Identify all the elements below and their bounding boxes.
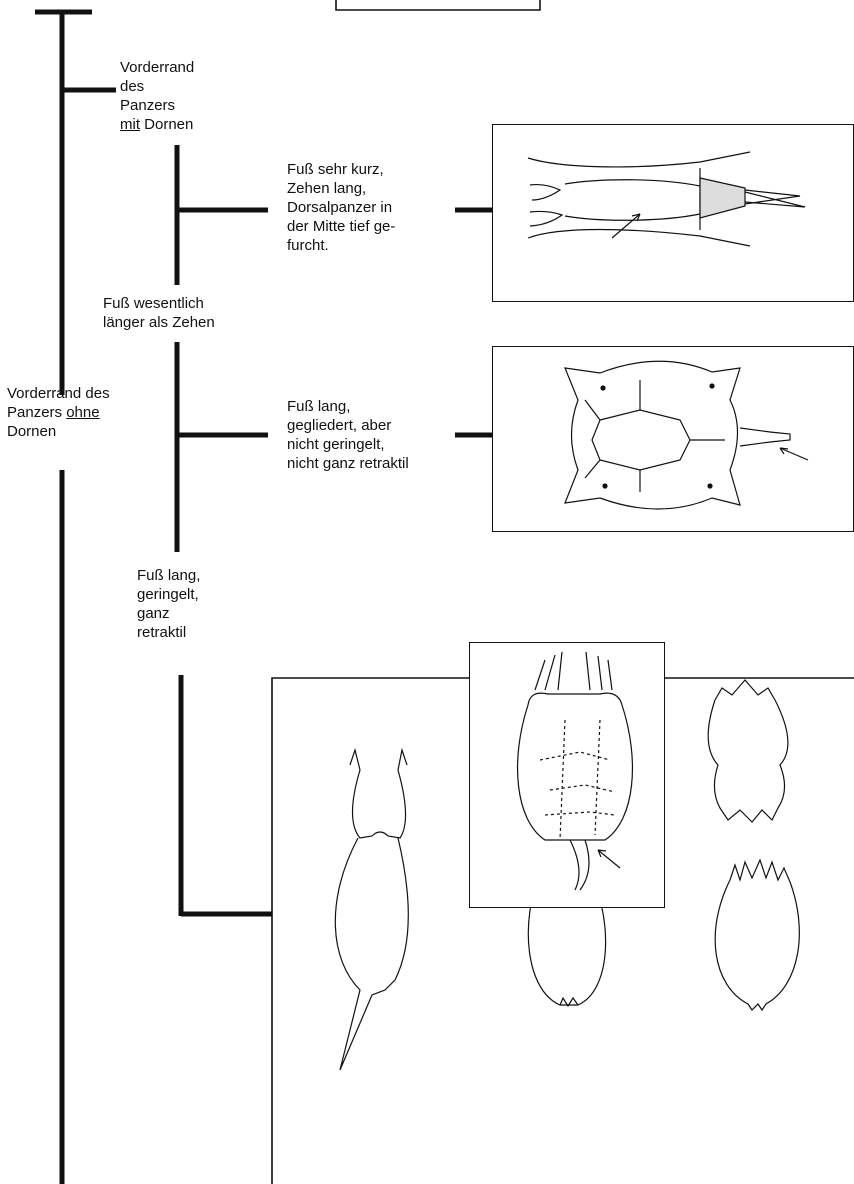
diversicornis-drawing — [335, 750, 408, 1070]
key-fuss-wesentlich-laenger: Fuß wesentlich länger als Zehen — [103, 294, 215, 332]
vorderrand-mit-text: Vorderrand des Panzers — [120, 59, 194, 114]
dornen-suffix: Dornen — [140, 116, 193, 133]
ohne-underlined: ohne — [66, 404, 99, 421]
angularis-box — [469, 642, 665, 908]
key-vorderrand-ohne-dornen: Vorderrand des Panzers ohne Dornen — [7, 384, 110, 441]
key-fuss-lang-gegliedert: Fuß lang, gegliedert, aber nicht geringe… — [287, 397, 409, 473]
mytilina-box — [492, 124, 854, 302]
dornen-line: Dornen — [7, 423, 56, 440]
leydigii-drawing — [708, 680, 788, 822]
mit-underlined: mit — [120, 116, 140, 133]
header-box-fragment — [336, 0, 540, 10]
key-fuss-lang-geringelt: Fuß lang, geringelt, ganz retraktil — [137, 566, 200, 642]
urceolaris-drawing — [715, 860, 799, 1010]
tree-lines — [35, 10, 492, 1184]
key-fuss-sehr-kurz: Fuß sehr kurz, Zehen lang, Dorsalpanzer … — [287, 160, 395, 255]
diversicornis-caption — [296, 1092, 458, 1108]
platyias-box — [492, 346, 854, 532]
key-vorderrand-mit-dornen: Vorderrand des Panzers mit Dornen — [120, 58, 194, 134]
calyciflorus-caption — [493, 1092, 663, 1108]
urceolaris-caption — [674, 1092, 854, 1108]
